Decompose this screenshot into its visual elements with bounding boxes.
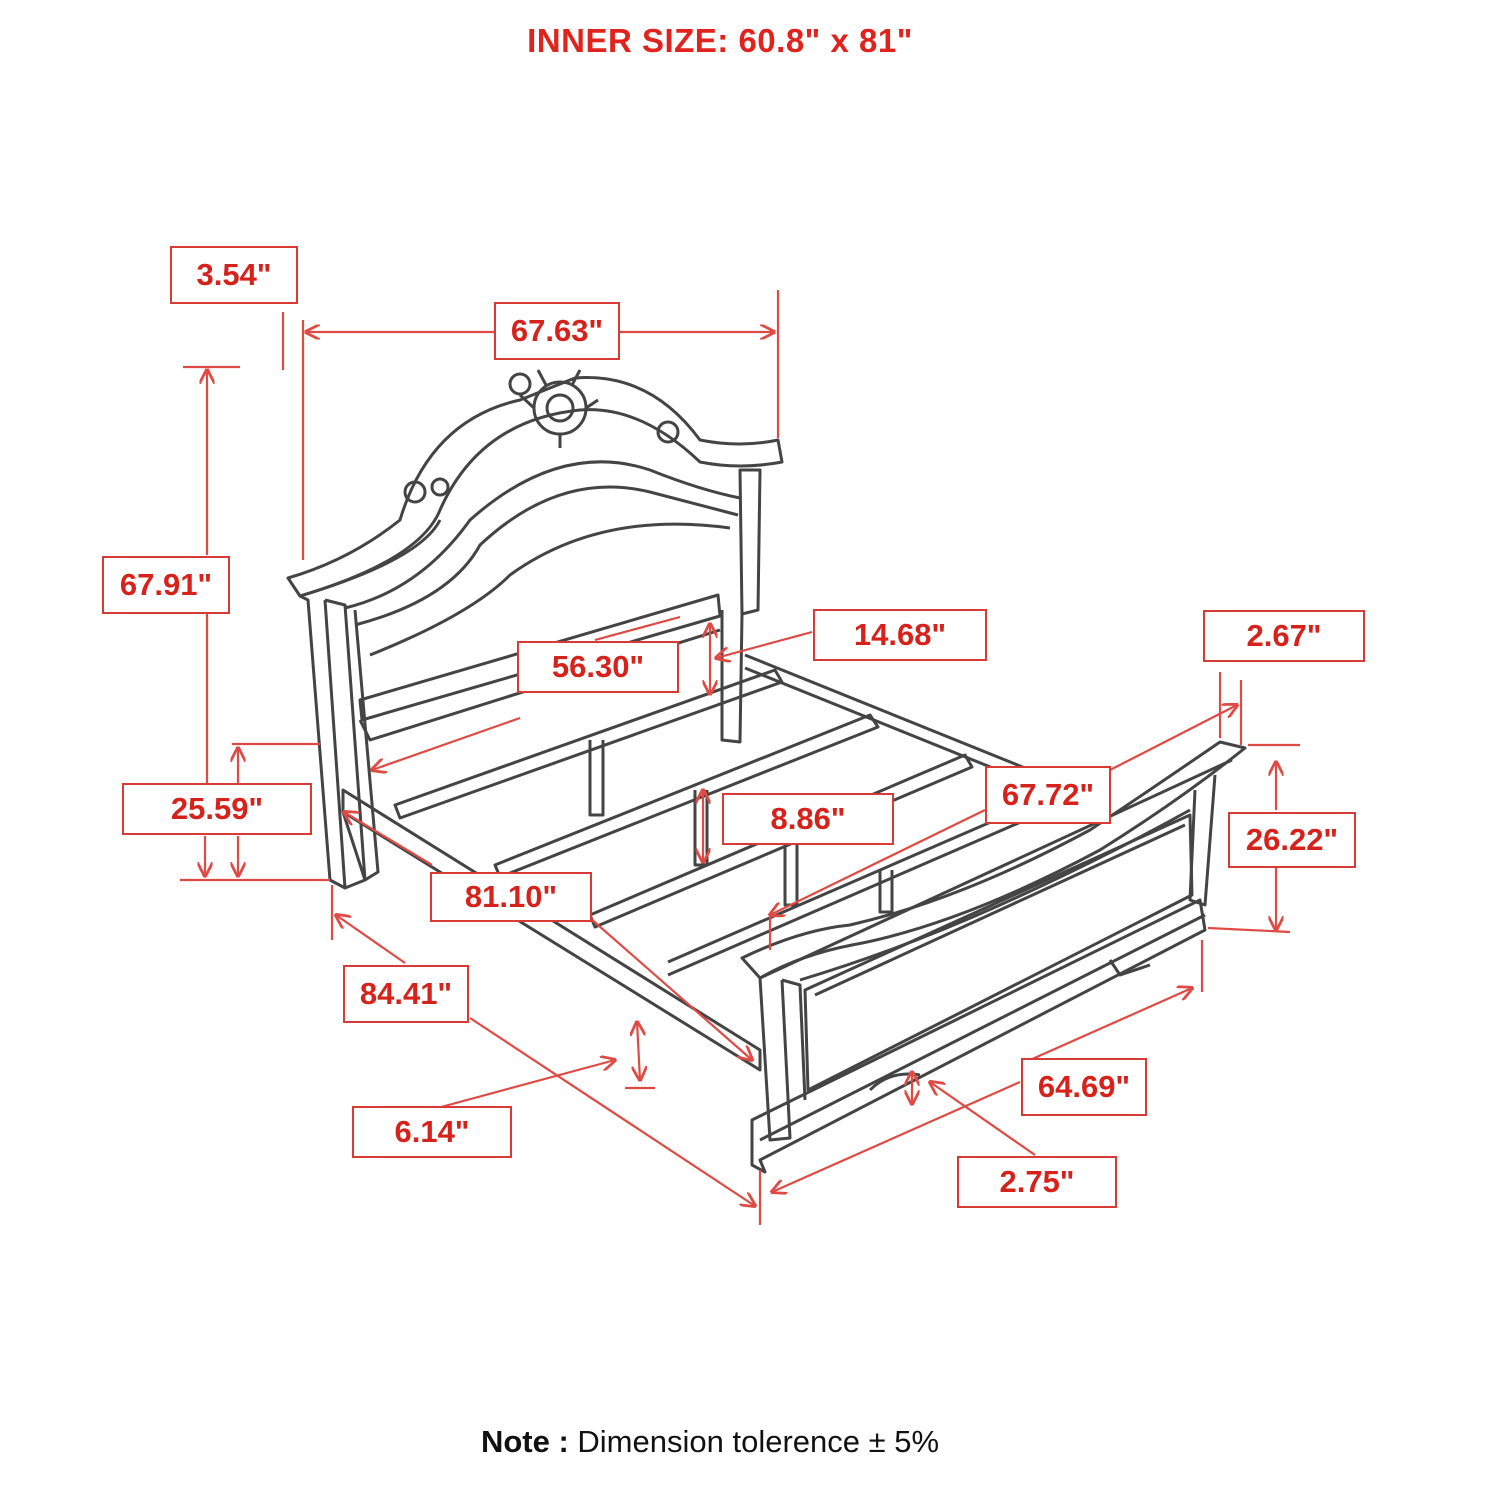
dim-side-rail-depth: 6.14"	[352, 1106, 512, 1158]
dim-headboard-height: 67.91"	[102, 556, 230, 614]
dim-footboard-width: 67.72"	[985, 766, 1111, 824]
dim-side-rail-height: 25.59"	[122, 783, 312, 835]
dim-headboard-post-width: 3.54"	[170, 246, 298, 304]
headboard	[286, 369, 784, 890]
note-text: Dimension tolerence ± 5%	[577, 1424, 940, 1459]
inner-size-title: INNER SIZE: 60.8" x 81"	[527, 22, 913, 59]
dim-overall-length: 84.41"	[343, 965, 469, 1023]
dim-footboard-height: 26.22"	[1228, 812, 1356, 868]
dim-headboard-rail-gap: 14.68"	[813, 609, 987, 661]
dim-footboard-base-width: 64.69"	[1021, 1058, 1147, 1116]
footboard	[740, 740, 1247, 1174]
dim-footboard-post-width: 2.67"	[1203, 610, 1365, 662]
dim-headboard-width: 67.63"	[494, 302, 620, 360]
dim-rail-length: 81.10"	[430, 872, 592, 922]
dim-footboard-base-height: 2.75"	[957, 1156, 1117, 1208]
note-label: Note :	[480, 1424, 569, 1459]
dim-headboard-panel-width: 56.30"	[517, 641, 679, 693]
tolerance-note: Note : Dimension tolerence ± 5%	[0, 1424, 1420, 1460]
dim-slat-height: 8.86"	[722, 793, 894, 845]
